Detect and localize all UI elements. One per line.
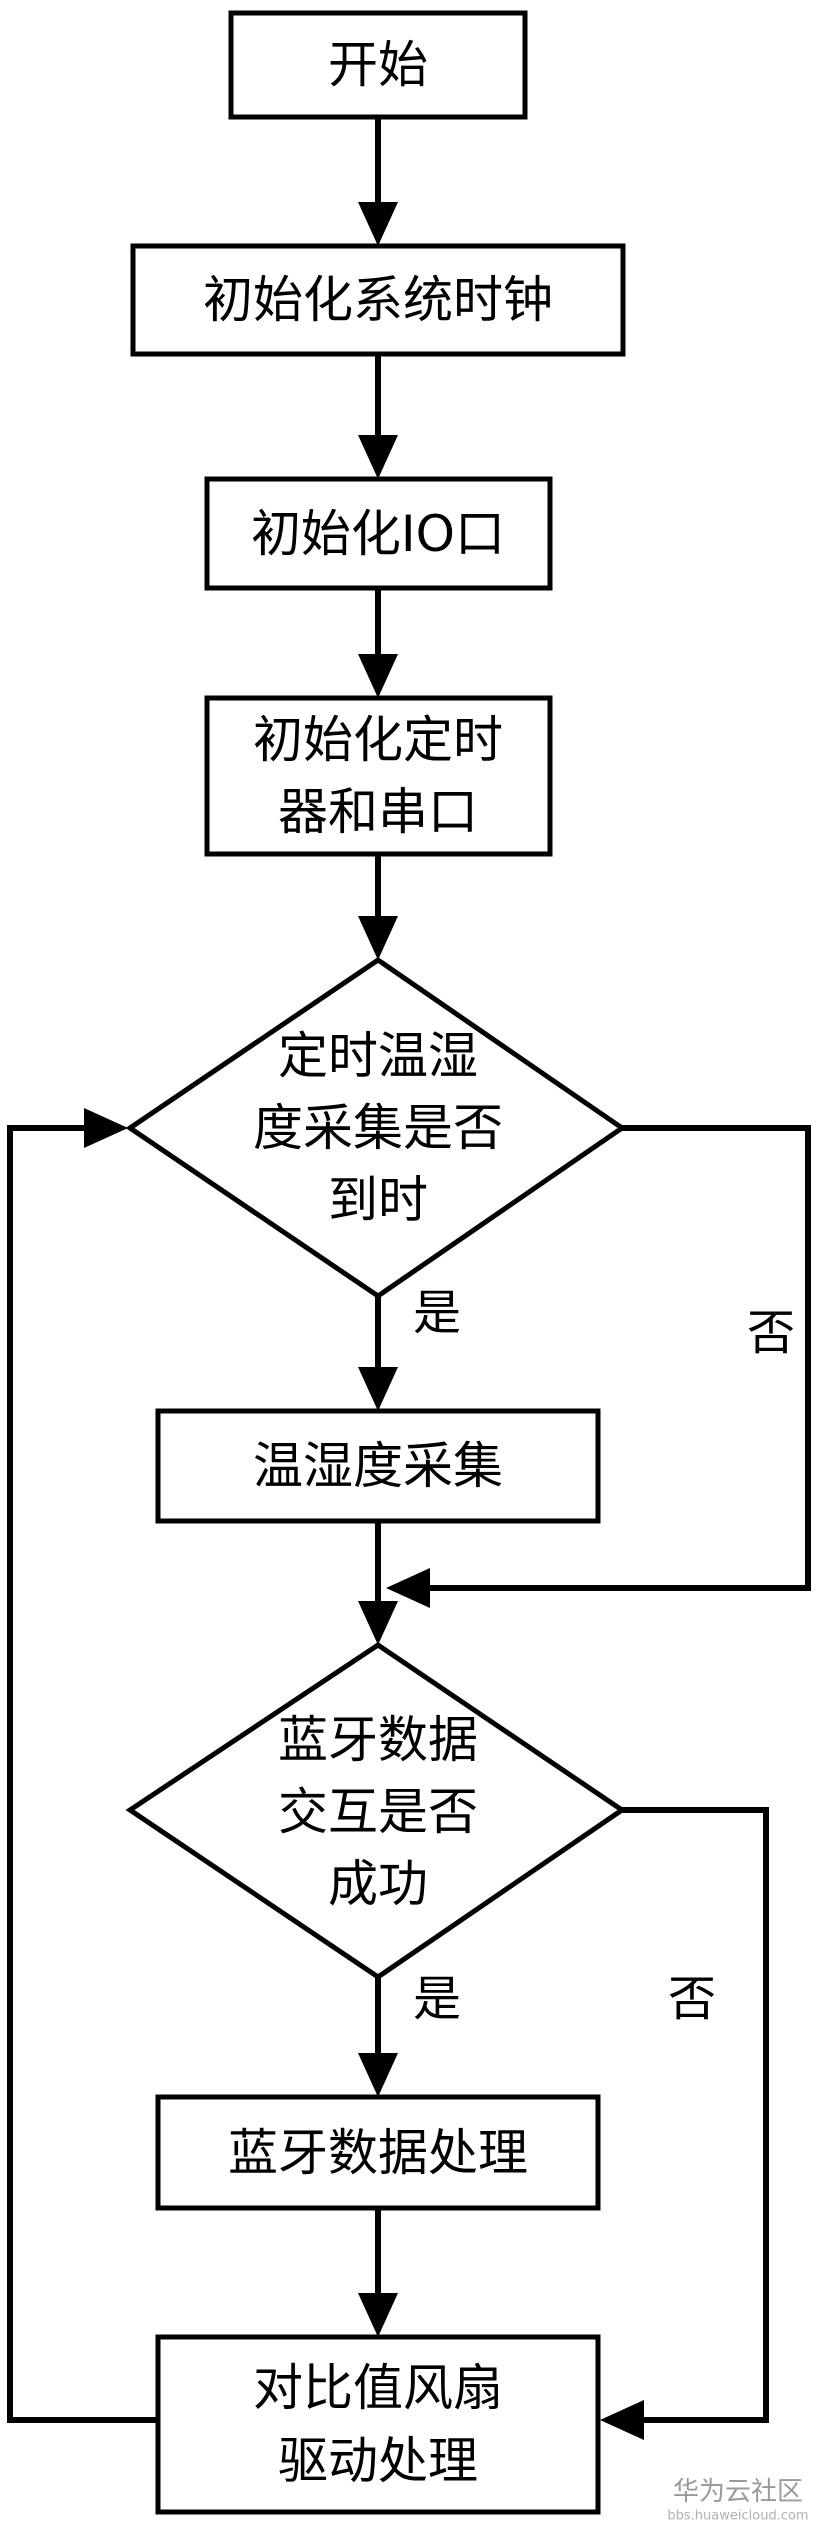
- edge-start-to-init-clock: [358, 117, 398, 246]
- decision-sample-timer-line-3: 到时: [328, 1171, 428, 1229]
- node-decision-sample-timer: 定时温湿 度采集是否 到时: [125, 956, 627, 1300]
- decision2-no-label: 否: [668, 1971, 716, 2027]
- edge-sample-to-decision2: [358, 1521, 398, 1645]
- arrowhead-right: [84, 1108, 128, 1148]
- init-clock-box: [130, 243, 626, 357]
- edge-decision2-yes-to-bluetooth-process: 是: [358, 1971, 461, 2097]
- node-init-clock: 初始化系统时钟: [130, 243, 626, 357]
- start-box: [228, 10, 528, 120]
- edge-bluetooth-process-to-fan-drive: [358, 2208, 398, 2337]
- init-io-label: 初始化IO口: [251, 505, 505, 563]
- watermark-brand: 华为云社区: [673, 2477, 803, 2507]
- edge-polyline: [424, 1125, 811, 1591]
- node-temp-humidity-sample: 温湿度采集: [155, 1408, 601, 1524]
- decision-sample-timer-line-1: 定时温湿: [278, 1027, 478, 1085]
- arrowhead-down: [358, 1367, 398, 1411]
- arrowhead-down: [358, 435, 398, 479]
- decision1-no-label: 否: [747, 1305, 795, 1361]
- arrowhead-down: [358, 916, 398, 960]
- decision2-yes-label: 是: [413, 1971, 461, 2027]
- decision-bluetooth-line-1: 蓝牙数据: [278, 1711, 478, 1769]
- edge-decision2-no-to-fan-drive: 否: [600, 1807, 769, 2440]
- decision-bluetooth-line-3: 成功: [328, 1855, 428, 1913]
- edge-decision1-no-bypass: 否: [386, 1125, 811, 1608]
- init-timer-uart-label-line-1: 初始化定时: [253, 711, 503, 769]
- temp-humidity-sample-label: 温湿度采集: [253, 1437, 503, 1495]
- bluetooth-process-label: 蓝牙数据处理: [228, 2124, 528, 2182]
- watermark-url: bbs.huaweicloud.com: [667, 2509, 808, 2524]
- decision-bluetooth-line-2: 交互是否: [278, 1783, 478, 1841]
- fan-drive-box: [155, 2334, 601, 2515]
- node-init-io: 初始化IO口: [204, 476, 553, 591]
- edge-polyline: [7, 1125, 158, 2423]
- arrowhead-down: [358, 202, 398, 246]
- decision1-yes-label: 是: [413, 1285, 461, 1341]
- edge-decision1-yes-to-sample: 是: [358, 1285, 461, 1411]
- node-fan-drive: 对比值风扇 驱动处理: [155, 2334, 601, 2515]
- init-timer-uart-label-line-2: 器和串口: [278, 783, 478, 841]
- fan-drive-label-line-1: 对比值风扇: [253, 2359, 503, 2417]
- edge-loop-back-to-decision1: [7, 1108, 158, 2423]
- edge-init-timer-to-decision1: [358, 854, 398, 960]
- init-clock-label: 初始化系统时钟: [203, 271, 553, 329]
- arrowhead-down: [358, 654, 398, 698]
- edge-init-io-to-init-timer: [358, 588, 398, 698]
- arrowhead-left: [600, 2400, 644, 2440]
- arrowhead-down: [358, 1601, 398, 1645]
- node-decision-bluetooth: 蓝牙数据 交互是否 成功: [125, 1641, 627, 1981]
- arrowhead-left: [386, 1568, 430, 1608]
- node-start: 开始: [228, 10, 528, 120]
- init-timer-uart-box: [204, 695, 553, 857]
- arrowhead-down: [358, 2293, 398, 2337]
- fan-drive-label-line-2: 驱动处理: [278, 2432, 478, 2490]
- edge-init-clock-to-init-io: [358, 354, 398, 479]
- node-bluetooth-process: 蓝牙数据处理: [155, 2094, 601, 2211]
- decision-sample-timer-line-2: 度采集是否: [253, 1099, 503, 1157]
- start-label: 开始: [328, 36, 428, 94]
- bluetooth-process-box: [155, 2094, 601, 2211]
- node-init-timer-uart: 初始化定时 器和串口: [204, 695, 553, 857]
- watermark: 华为云社区 bbs.huaweicloud.com: [667, 2477, 808, 2524]
- edge-polyline: [622, 1807, 769, 2423]
- arrowhead-down: [358, 2053, 398, 2097]
